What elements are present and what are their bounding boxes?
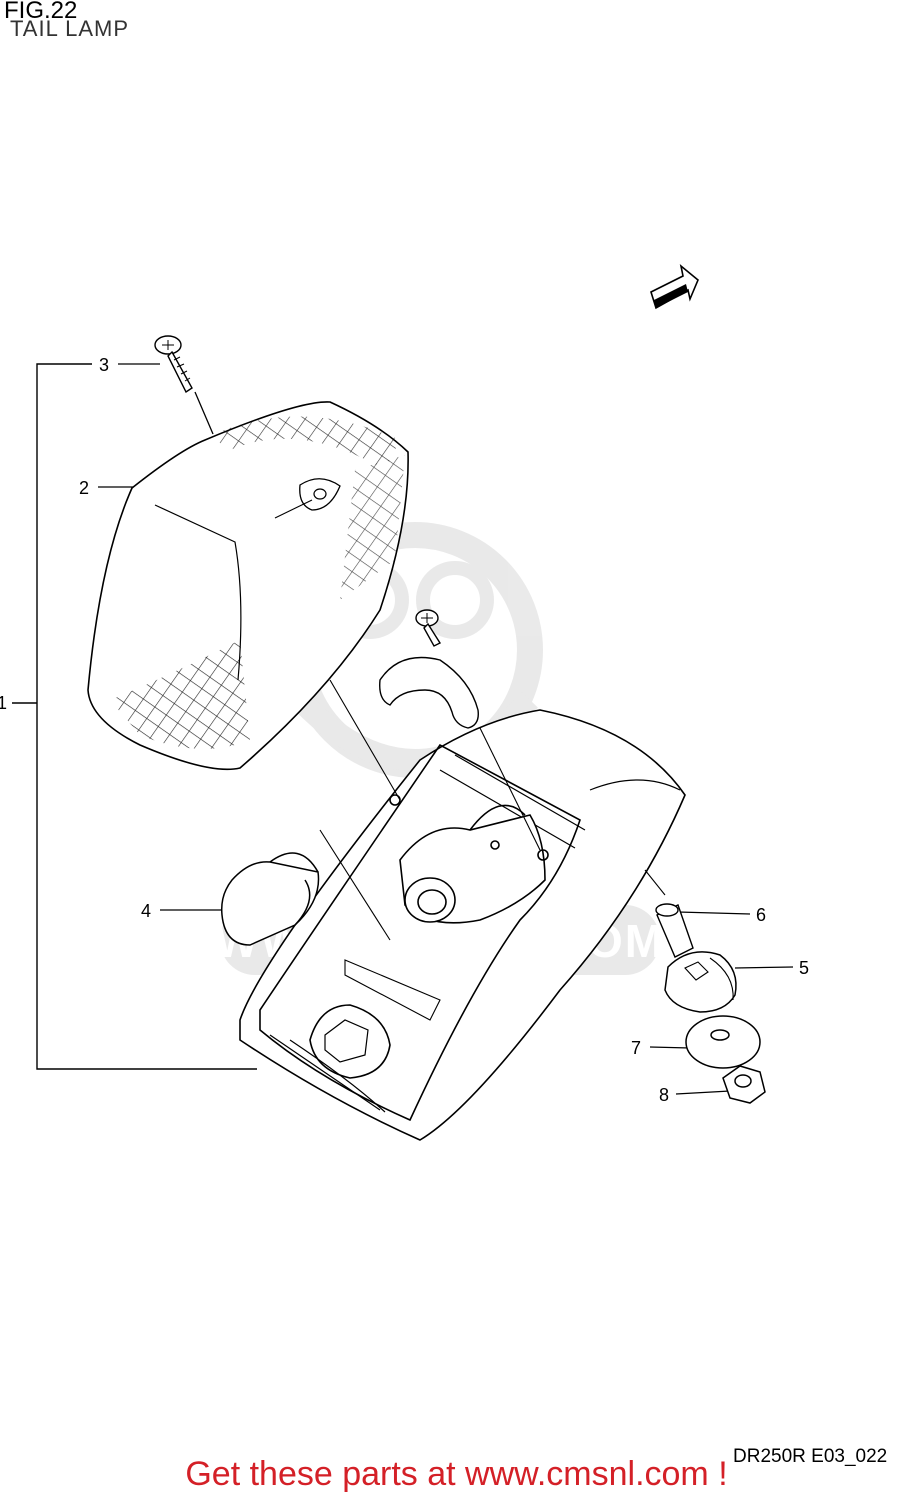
leader-lines <box>98 363 794 1095</box>
callout-labels: 1 2 3 4 5 6 7 8 <box>0 355 809 1105</box>
callout-3: 3 <box>99 355 109 375</box>
spacer-part-6 <box>655 903 694 958</box>
forward-arrow-icon: FWD <box>650 263 699 310</box>
callout-1: 1 <box>0 693 7 713</box>
assembly-guide-lines <box>319 679 666 941</box>
screw-part-3 <box>154 335 193 394</box>
callout-5: 5 <box>799 958 809 978</box>
callout-6: 6 <box>756 905 766 925</box>
grommet-part-5 <box>664 951 737 1013</box>
assembly-bracket <box>12 363 257 1070</box>
bulb-part-4 <box>220 852 320 946</box>
callout-7: 7 <box>631 1038 641 1058</box>
figure-number: FIG.22 <box>4 0 78 24</box>
clamp-screw <box>415 609 442 647</box>
figure-title: TAIL LAMP <box>10 16 130 41</box>
nut-part-8 <box>722 1065 766 1104</box>
callout-2: 2 <box>79 478 89 498</box>
washer-part-7 <box>685 1015 761 1069</box>
housing-base <box>239 709 686 1141</box>
callout-8: 8 <box>659 1085 669 1105</box>
callout-4: 4 <box>141 901 151 921</box>
diagram-code: DR250R E03_022 <box>733 1446 888 1467</box>
bulb-clamp <box>379 656 479 729</box>
promo-link[interactable]: Get these parts at www.cmsnl.com ! <box>185 1455 728 1493</box>
lens-part-2 <box>87 401 409 771</box>
